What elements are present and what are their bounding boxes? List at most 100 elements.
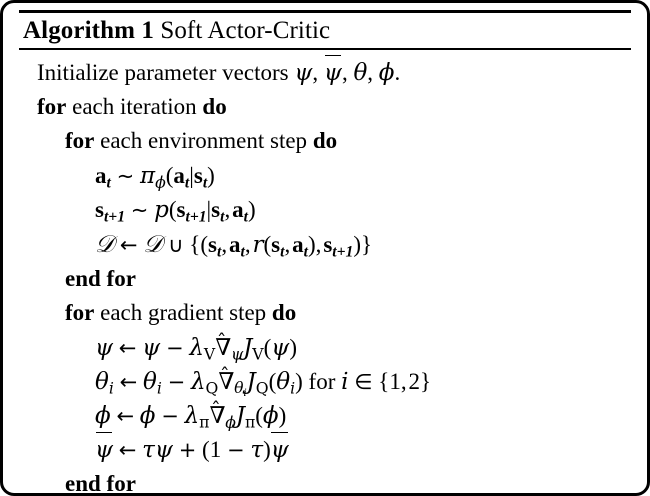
nabla-1: ∇ — [215, 334, 232, 361]
word-each-1: each — [72, 94, 115, 120]
keyword-end-2: end — [65, 471, 101, 496]
algorithm-line-sample-next-state: st+1 ∼ p(st+1|st, at) — [19, 193, 631, 227]
comma-3: , — [367, 60, 374, 85]
algorithm-inner: Algorithm 1 Soft Actor-Critic Initialize… — [3, 3, 647, 493]
keyword-for-2: for — [65, 128, 95, 154]
symbol-tau-2: τ — [250, 437, 264, 464]
operator-minus-4: − — [226, 438, 245, 463]
symbol-state-st1-2: st+1 — [176, 196, 207, 226]
paren-open-4: ( — [263, 232, 272, 258]
algorithm-line-update-target-psi: ψ ← τψ + (1 − τ)ψ — [19, 432, 631, 467]
comma-7: , — [284, 232, 291, 258]
paren-close-3: ) — [307, 232, 316, 258]
symbol-lambda-V: λV — [189, 334, 216, 363]
word-iteration: iteration — [120, 94, 197, 120]
symbol-reward-r: r — [252, 232, 264, 259]
operator-assign-1: ← — [119, 233, 138, 258]
paren-open-3: ( — [200, 232, 209, 258]
symbol-buffer-D-2: 𝒟 — [143, 230, 163, 259]
brace-open-2: { — [378, 368, 390, 394]
symbol-objective-JV: JV — [243, 334, 264, 363]
paren-close-1: ) — [207, 162, 215, 188]
symbol-action-at: at — [95, 162, 111, 191]
operator-assign-3: ← — [119, 369, 138, 394]
keyword-for-3: for — [106, 266, 136, 292]
paren-open-5: ( — [263, 334, 272, 360]
symbol-psi-3: ψ — [142, 334, 161, 361]
overbar-3 — [271, 432, 288, 434]
keyword-do-2: do — [312, 128, 338, 154]
algorithm-title-keyword: Algorithm 1 — [23, 17, 154, 44]
operator-assign-2: ← — [118, 335, 137, 360]
bar-cond-1: | — [189, 162, 194, 188]
comma-6: , — [244, 232, 251, 258]
symbol-action-at-5: at — [292, 232, 308, 261]
algorithm-top-rule — [19, 10, 631, 13]
operator-union: ∪ — [168, 233, 184, 258]
symbol-theta-i-3: θi — [276, 368, 296, 398]
paren-close-5: ) — [289, 334, 297, 360]
operator-in: ∈ — [354, 369, 373, 394]
paren-open-1: ( — [165, 162, 174, 188]
algorithm-title-name: Soft Actor-Critic — [160, 17, 331, 44]
value-one-2: 1 — [209, 437, 222, 463]
brace-open-1: { — [189, 232, 201, 258]
word-each-2: each — [100, 128, 143, 154]
hat-accent-1: ˆ — [216, 329, 227, 353]
value-two: 2 — [408, 368, 420, 394]
keyword-for-1: for — [37, 94, 67, 120]
symbol-phi-4: ϕ — [262, 403, 279, 430]
algorithm-line-end-for-env: end for — [19, 262, 631, 296]
algorithm-line-for-gradient-step: for each gradient step do — [19, 296, 631, 330]
symbol-state-st-2: st — [211, 196, 225, 226]
symbol-action-at-4: at — [228, 232, 245, 261]
symbol-psi-2: ψ — [95, 334, 114, 361]
symbol-psi: ψ — [294, 60, 313, 86]
symbol-lambda-Q: λQ — [190, 368, 219, 398]
symbol-transition-p: p — [154, 196, 169, 223]
symbol-psi-5: ψ — [154, 437, 173, 464]
operator-minus-1: − — [165, 335, 184, 360]
symbol-buffer-D-1: 𝒟 — [95, 230, 115, 259]
algorithm-line-append-buffer: 𝒟 ← 𝒟 ∪ {(st, at, r(st, at), st+1)} — [19, 227, 631, 262]
algorithm-line-sample-action: at ∼ πϕ(at|st) — [19, 159, 631, 193]
overbar-2 — [95, 432, 112, 434]
symbol-state-st: st — [193, 162, 208, 191]
operator-assign-5: ← — [118, 438, 137, 463]
symbol-phi-2: ϕ — [95, 403, 111, 430]
symbol-tau-1: τ — [142, 437, 155, 464]
symbol-index-i: i — [341, 368, 349, 395]
algorithm-line-for-env-step: for each environment step do — [19, 124, 631, 158]
operator-assign-4: ← — [116, 404, 135, 429]
operator-minus-2: − — [167, 369, 186, 394]
symbol-state-st-3: st — [208, 232, 222, 261]
comma-5: , — [221, 232, 228, 258]
period-1: . — [394, 60, 401, 85]
keyword-for-4: for — [65, 300, 95, 326]
comma-4: , — [224, 196, 231, 222]
keyword-end-1: end — [65, 266, 101, 292]
word-each-3: each — [100, 300, 143, 326]
symbol-state-st1-3: st+1 — [323, 232, 354, 261]
symbol-lambda-pi: λπ — [184, 403, 210, 432]
word-environment-step: environment step — [148, 128, 308, 154]
paren-close-4: ) — [353, 232, 362, 258]
keyword-do-1: do — [202, 94, 227, 120]
symbol-grad-hat-phi: ˆ∇ϕ — [209, 398, 236, 433]
symbol-grad-hat-theta: ˆ∇θi — [218, 364, 246, 399]
symbol-policy-pi: πϕ — [139, 162, 166, 191]
operator-sim-2: ∼ — [130, 197, 149, 222]
comma-8: , — [315, 232, 322, 258]
nabla-3: ∇ — [209, 403, 226, 430]
symbol-state-st-4: st — [271, 232, 285, 261]
algorithm-title: Algorithm 1 Soft Actor-Critic — [19, 13, 631, 48]
operator-sim-1: ∼ — [116, 163, 135, 188]
paren-open-2: ( — [168, 196, 177, 222]
paren-open-7: ( — [255, 403, 263, 429]
keyword-for-5: for — [106, 471, 136, 496]
algorithm-title-rule — [19, 48, 631, 50]
symbol-action-at-2: at — [173, 162, 190, 191]
paren-close-6: ) — [295, 368, 303, 394]
